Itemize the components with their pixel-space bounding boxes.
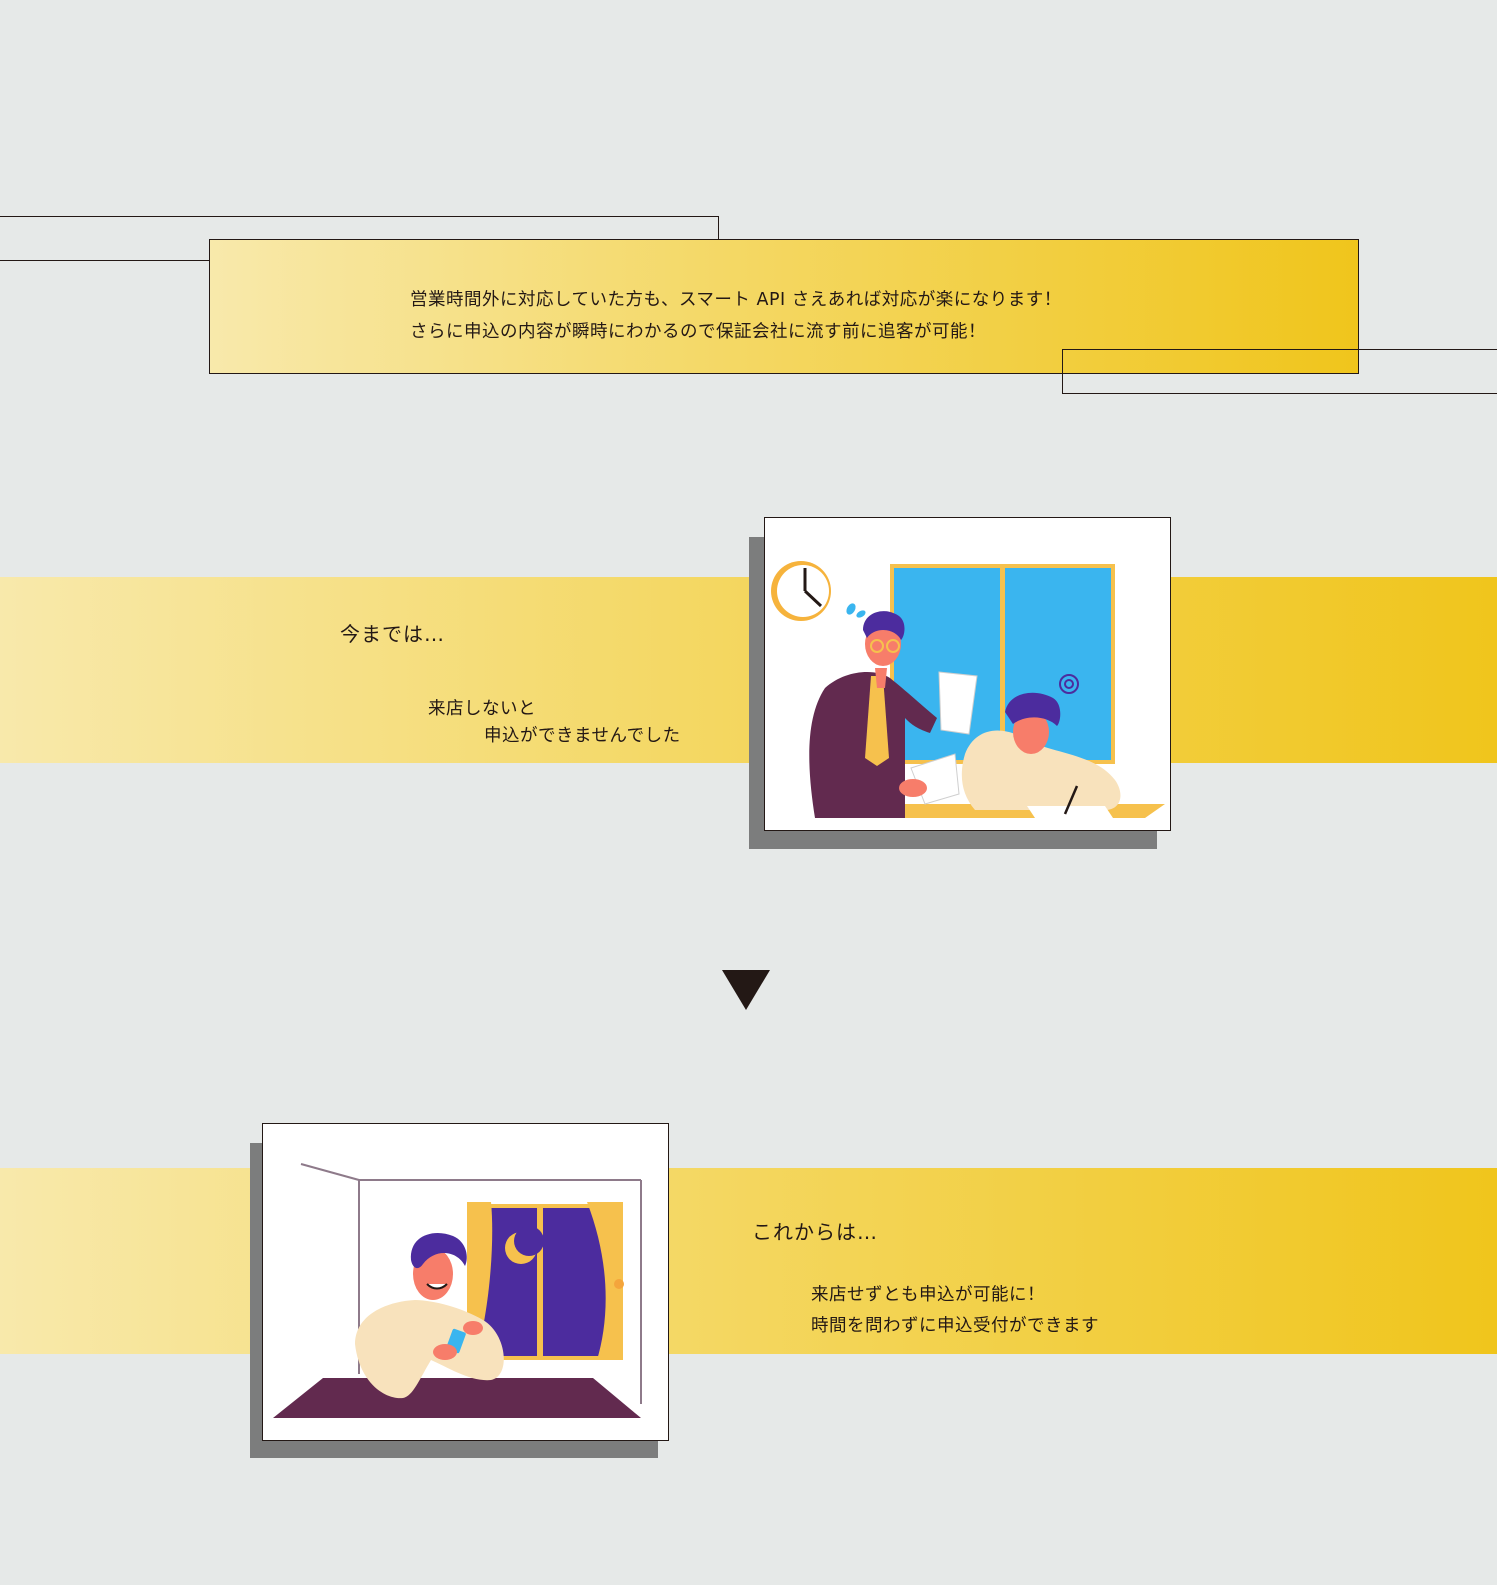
after-band bbox=[0, 1168, 1497, 1354]
intro-text: 営業時間外に対応していた方も、スマート API さえあれば対応が楽になります！ … bbox=[410, 284, 1062, 348]
before-heading: 今までは… bbox=[340, 622, 445, 646]
intro-box: 営業時間外に対応していた方も、スマート API さえあれば対応が楽になります！ … bbox=[209, 239, 1359, 374]
before-text-line-2: 申込ができませんでした bbox=[484, 726, 681, 746]
office-paperwork-illustration bbox=[771, 561, 1165, 818]
after-text-line-1: 来店せずとも申込が可能に！ bbox=[811, 1285, 1045, 1305]
dizzy-icon bbox=[1059, 674, 1079, 694]
after-text-line-2: 時間を問わずに申込受付ができます bbox=[811, 1316, 1099, 1336]
clock-icon bbox=[771, 561, 831, 621]
home-night-application-illustration bbox=[273, 1163, 642, 1418]
decor-line-frame-right bbox=[1062, 349, 1497, 394]
before-band bbox=[0, 577, 1497, 763]
before-text-line-1: 来店しないと bbox=[428, 699, 536, 719]
intro-line-2: さらに申込の内容が瞬時にわかるので保証会社に流す前に追客が可能！ bbox=[410, 322, 986, 342]
sweat-icon bbox=[846, 603, 866, 618]
after-heading: これからは… bbox=[752, 1220, 878, 1244]
after-text: 来店せずとも申込が可能に！ 時間を問わずに申込受付ができます bbox=[811, 1280, 1099, 1342]
intro-line-1: 営業時間外に対応していた方も、スマート API さえあれば対応が楽になります！ bbox=[410, 290, 1062, 310]
moon-icon bbox=[505, 1226, 544, 1264]
before-text: 来店しないと 申込ができませんでした bbox=[428, 696, 681, 750]
down-triangle-icon bbox=[722, 970, 770, 1010]
before-illustration bbox=[764, 517, 1171, 831]
after-illustration bbox=[262, 1123, 669, 1441]
